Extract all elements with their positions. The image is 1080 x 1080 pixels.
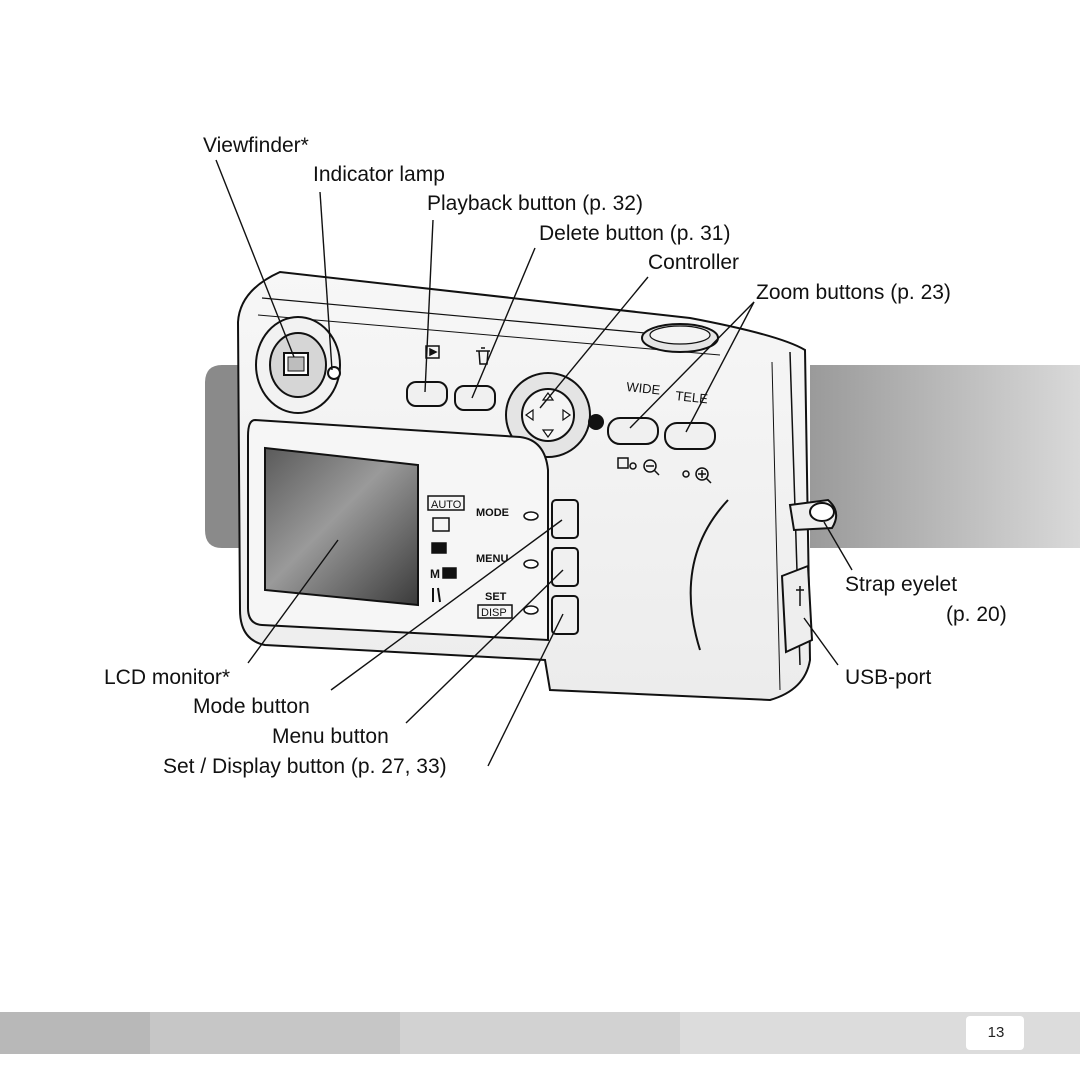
label-menu-button: Menu button (272, 725, 389, 748)
label-playback-button: Playback button (p. 32) (427, 192, 643, 215)
m-text: M (430, 567, 440, 581)
label-zoom-buttons: Zoom buttons (p. 23) (756, 281, 951, 304)
set-text: SET (485, 591, 507, 603)
viewfinder-icon (255, 316, 341, 414)
camera-m-icon (442, 567, 457, 579)
mode-button[interactable] (551, 499, 579, 539)
controller[interactable] (505, 372, 591, 458)
zoom-wide-button[interactable] (607, 417, 659, 445)
strap-eyelet (788, 498, 838, 532)
indicator-lamp-icon (327, 366, 341, 380)
tele-text: TELE (675, 388, 709, 406)
lcd-monitor (264, 446, 419, 607)
label-strap-eyelet-page: (p. 20) (946, 603, 1007, 626)
movie-icon (431, 542, 447, 554)
callout-lines (215, 159, 853, 767)
portrait-icon (432, 517, 450, 532)
delete-button[interactable] (454, 385, 496, 411)
page-number: 13 (987, 1024, 1005, 1041)
label-lcd-monitor: LCD monitor* (104, 666, 231, 689)
zoom-tele-button[interactable] (664, 422, 716, 450)
auto-text: AUTO (431, 499, 462, 511)
flash-mode-icon (588, 414, 604, 430)
mode-text: MODE (476, 507, 509, 519)
disp-badge (477, 604, 513, 619)
auto-badge (427, 495, 465, 511)
label-delete-button: Delete button (p. 31) (539, 222, 731, 245)
usb-port[interactable] (780, 564, 814, 654)
label-controller: Controller (648, 251, 740, 274)
label-viewfinder: Viewfinder* (203, 134, 309, 157)
playback-icon (425, 345, 440, 359)
menu-text: MENU (476, 553, 508, 565)
label-mode-button: Mode button (193, 695, 310, 718)
label-set-display-button: Set / Display button (p. 27, 33) (163, 755, 447, 778)
disp-text: DISP (481, 607, 507, 619)
right-gray-band (810, 365, 1080, 548)
playback-button[interactable] (406, 381, 448, 407)
trash-icon (476, 347, 490, 365)
zoom-out-icon (617, 457, 660, 476)
label-usb-port: USB-port (845, 666, 932, 689)
footer-bar (0, 1012, 1080, 1054)
label-strap-eyelet: Strap eyelet (845, 573, 958, 596)
menu-button[interactable] (551, 547, 579, 587)
label-indicator-lamp: Indicator lamp (313, 163, 445, 186)
settings-tools-icon (432, 587, 441, 603)
zoom-in-icon (682, 467, 712, 484)
wide-text: WIDE (626, 379, 662, 398)
grip-curve (689, 499, 729, 651)
